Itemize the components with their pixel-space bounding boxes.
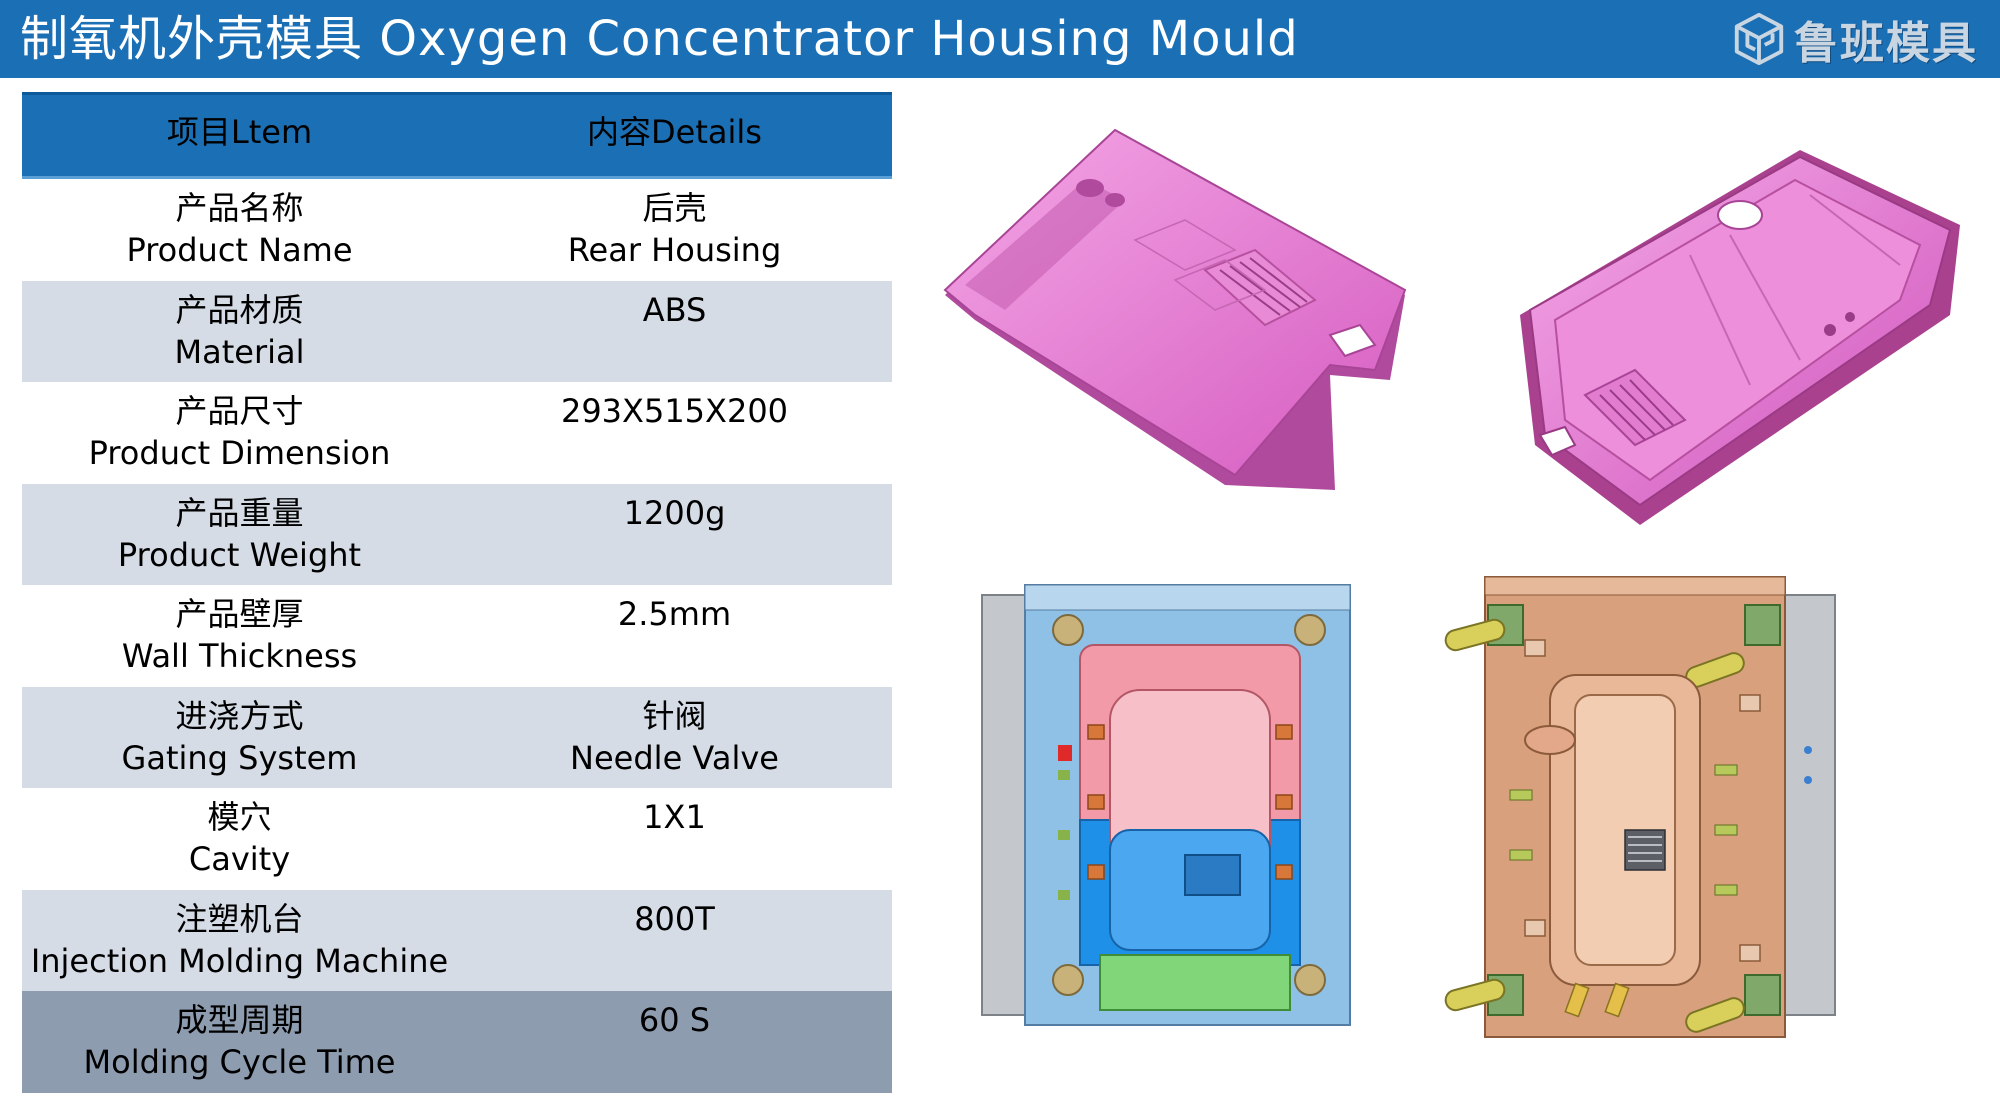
value-cell: 1X1 (457, 788, 892, 890)
table-row: 进浇方式 Gating System 针阀 Needle Valve (22, 686, 892, 789)
item-en: Product Dimension (88, 434, 391, 472)
value-cn: 60 S (638, 1001, 711, 1039)
item-cell: 产品尺寸 Product Dimension (22, 382, 457, 484)
value-cell: 2.5mm (457, 585, 892, 687)
item-en: Cavity (188, 840, 291, 878)
value-cn: ABS (642, 290, 707, 329)
rear-housing-outer-image (935, 120, 1410, 500)
item-cn: 产品壁厚 (175, 595, 304, 633)
value-cell: 60 S (457, 991, 892, 1093)
item-cn: 产品重量 (175, 493, 304, 532)
cube-logo-icon (1734, 12, 1784, 66)
value-cn: 1X1 (643, 798, 706, 836)
value-cn: 针阀 (642, 696, 707, 735)
value-cn: 后壳 (642, 189, 707, 227)
item-cell: 注塑机台 Injection Molding Machine (22, 890, 457, 992)
logo-text: 鲁班模具 (1794, 18, 1978, 69)
item-cn: 注塑机台 (175, 899, 304, 938)
column-header-details: 内容Details (587, 113, 762, 151)
item-en: Molding Cycle Time (83, 1043, 396, 1081)
value-cn: 293X515X200 (560, 392, 789, 430)
table-row: 注塑机台 Injection Molding Machine 800T (22, 889, 892, 992)
column-header-item: 项目Ltem (166, 113, 313, 151)
item-cn: 进浇方式 (175, 696, 304, 735)
item-cell: 进浇方式 Gating System (22, 687, 457, 789)
item-cell: 产品壁厚 Wall Thickness (22, 585, 457, 687)
mould-core-side-image (1440, 565, 1845, 1045)
item-en: Wall Thickness (121, 637, 358, 675)
item-cell: 成型周期 Molding Cycle Time (22, 991, 457, 1093)
item-cn: 产品名称 (175, 189, 304, 227)
item-en: Material (174, 332, 305, 371)
item-en: Product Name (126, 231, 353, 269)
table-row: 产品尺寸 Product Dimension 293X515X200 (22, 382, 892, 484)
item-cn: 模穴 (207, 798, 272, 836)
table-row: 产品壁厚 Wall Thickness 2.5mm (22, 585, 892, 687)
spec-table: 项目Ltem 内容Details 产品名称 Product Name 后壳 Re… (22, 92, 892, 1093)
value-cn: 800T (634, 899, 715, 938)
table-row: 成型周期 Molding Cycle Time 60 S (22, 991, 892, 1093)
value-cn: 2.5mm (617, 595, 732, 633)
value-cell: 后壳 Rear Housing (457, 179, 892, 281)
header-bar: 制氧机外壳模具 Oxygen Concentrator Housing Moul… (0, 0, 2000, 78)
table-row: 产品材质 Material ABS (22, 280, 892, 383)
item-cell: 产品材质 Material (22, 281, 457, 383)
value-cell: ABS (457, 281, 892, 383)
page-title: 制氧机外壳模具 Oxygen Concentrator Housing Moul… (20, 11, 1299, 67)
item-cn: 产品尺寸 (175, 392, 304, 430)
brand-logo: 鲁班模具 (1730, 10, 1978, 69)
value-cell: 293X515X200 (457, 382, 892, 484)
value-cell: 1200g (457, 484, 892, 586)
table-row: 产品重量 Product Weight 1200g (22, 483, 892, 586)
item-en: Injection Molding Machine (30, 941, 449, 980)
item-cell: 产品重量 Product Weight (22, 484, 457, 586)
table-row: 模穴 Cavity 1X1 (22, 788, 892, 890)
value-cell: 800T (457, 890, 892, 992)
rear-housing-inner-image (1510, 145, 1965, 530)
item-en: Product Weight (117, 535, 362, 574)
item-cell: 模穴 Cavity (22, 788, 457, 890)
item-cn: 成型周期 (175, 1001, 304, 1039)
item-cn: 产品材质 (175, 290, 304, 329)
value-en: Rear Housing (567, 231, 782, 269)
table-row: 产品名称 Product Name 后壳 Rear Housing (22, 179, 892, 281)
mould-cavity-side-image (980, 575, 1365, 1035)
value-cell: 针阀 Needle Valve (457, 687, 892, 789)
table-header: 项目Ltem 内容Details (22, 95, 892, 179)
item-en: Gating System (121, 738, 358, 777)
value-en: Needle Valve (570, 738, 779, 777)
value-cn: 1200g (623, 493, 726, 532)
item-cell: 产品名称 Product Name (22, 179, 457, 281)
